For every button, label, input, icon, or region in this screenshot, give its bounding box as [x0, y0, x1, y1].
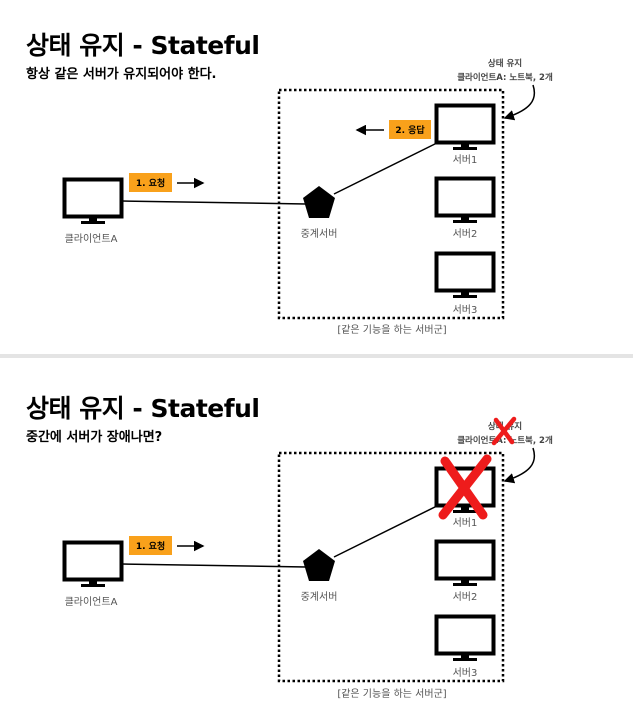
client-to-relay-line	[121, 200, 307, 205]
server1-label: 서버1	[453, 517, 478, 529]
annotation-line2: 클라이언트A: 노트북, 2개	[457, 72, 553, 83]
request-tag	[129, 536, 172, 555]
client-monitor-icon	[62, 540, 124, 589]
panel-title: 상태 유지 - Stateful	[26, 31, 260, 60]
server3-label: 서버3	[453, 304, 478, 316]
relay-to-server1-line	[333, 137, 448, 195]
server1-monitor-icon	[434, 103, 496, 152]
response-tag	[389, 120, 431, 139]
panel-subtitle: 항상 같은 서버가 유지되어야 한다.	[26, 67, 217, 82]
cluster-label: [같은 기능을 하는 서버군]	[337, 323, 446, 336]
server1-label: 서버1	[453, 154, 478, 166]
annotation-line1: 상태 유지	[488, 58, 522, 69]
panel-stateful-failure: 상태 유지 - Stateful 중간에 서버가 장애나면?	[0, 358, 633, 713]
server2-monitor-icon	[434, 539, 496, 588]
annotation-arrow	[503, 84, 536, 121]
server2-monitor-icon	[434, 176, 496, 225]
relay-server-icon	[303, 186, 335, 218]
panel-stateful-normal: 상태 유지 - Stateful 항상 같은 서버가 유지되어야 한다.	[0, 0, 633, 355]
client-monitor-icon	[62, 177, 124, 226]
server1-failure-x-icon	[438, 454, 492, 520]
response-tag-label: 2. 응답	[395, 124, 425, 136]
server3-monitor-icon	[434, 614, 496, 663]
annotation-failure-x-icon	[491, 416, 517, 446]
diagram-panel-2: [같은 기능을 하는 서버군] 클라이언트A 1. 요청 중계서버 서버1 서버…	[62, 416, 553, 700]
cluster-label: [같은 기능을 하는 서버군]	[337, 687, 446, 700]
panel-subtitle: 중간에 서버가 장애나면?	[26, 430, 163, 445]
relay-label: 중계서버	[301, 228, 338, 240]
annotation-line2: 클라이언트A: 노트북, 2개	[457, 435, 553, 446]
diagram-panel-1: [같은 기능을 하는 서버군] 클라이언트A 1. 요청 중계서버 2. 응답 …	[62, 58, 553, 336]
request-tag-label: 1. 요청	[136, 540, 165, 552]
server3-label: 서버3	[453, 667, 478, 679]
server2-label: 서버2	[453, 591, 478, 603]
request-tag	[129, 173, 172, 192]
relay-server-icon	[303, 549, 335, 581]
server2-label: 서버2	[453, 228, 478, 240]
request-tag-label: 1. 요청	[136, 177, 165, 189]
client-label: 클라이언트A	[65, 233, 118, 245]
client-to-relay-line	[121, 563, 307, 568]
relay-label: 중계서버	[301, 591, 338, 603]
panel-divider	[0, 354, 633, 358]
client-label: 클라이언트A	[65, 596, 118, 608]
panel-title: 상태 유지 - Stateful	[26, 394, 260, 423]
relay-to-server1-line	[333, 500, 448, 558]
server3-monitor-icon	[434, 251, 496, 300]
annotation-arrow	[503, 447, 536, 484]
